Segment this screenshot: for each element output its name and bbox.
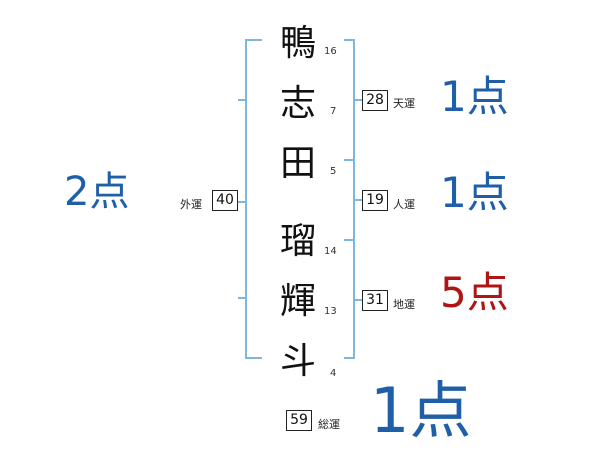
- chikaku-value: 31: [362, 290, 388, 311]
- name-char-1: 鴨: [279, 23, 316, 64]
- jinkaku-label: 人運: [393, 198, 415, 211]
- jinkaku-value: 19: [362, 190, 388, 211]
- stroke-count-3: 5: [330, 166, 337, 177]
- soukaku-label: 総運: [318, 418, 340, 431]
- name-char-3: 田: [279, 143, 316, 184]
- soukaku-value: 59: [286, 410, 312, 431]
- tenkaku-score: 1点: [440, 72, 509, 121]
- chikaku-label: 地運: [393, 298, 415, 311]
- chikaku-score: 5点: [440, 268, 509, 317]
- soukaku-score: 1点: [370, 374, 472, 447]
- jinkaku-score: 1点: [440, 168, 509, 217]
- stroke-count-4: 14: [324, 246, 337, 257]
- name-char-2: 志: [279, 83, 316, 124]
- name-char-5: 輝: [279, 281, 316, 322]
- stroke-count-5: 13: [324, 306, 337, 317]
- stroke-count-1: 16: [324, 46, 337, 57]
- stroke-count-2: 7: [330, 106, 337, 117]
- tenkaku-value: 28: [362, 90, 388, 111]
- gaikaku-value: 40: [212, 190, 238, 211]
- stroke-count-6: 4: [330, 368, 337, 379]
- gaikaku-score: 2点: [64, 169, 130, 215]
- name-char-6: 斗: [279, 341, 316, 382]
- name-char-4: 瑠: [279, 221, 316, 262]
- tenkaku-label: 天運: [393, 97, 415, 110]
- gaikaku-label: 外運: [180, 198, 202, 211]
